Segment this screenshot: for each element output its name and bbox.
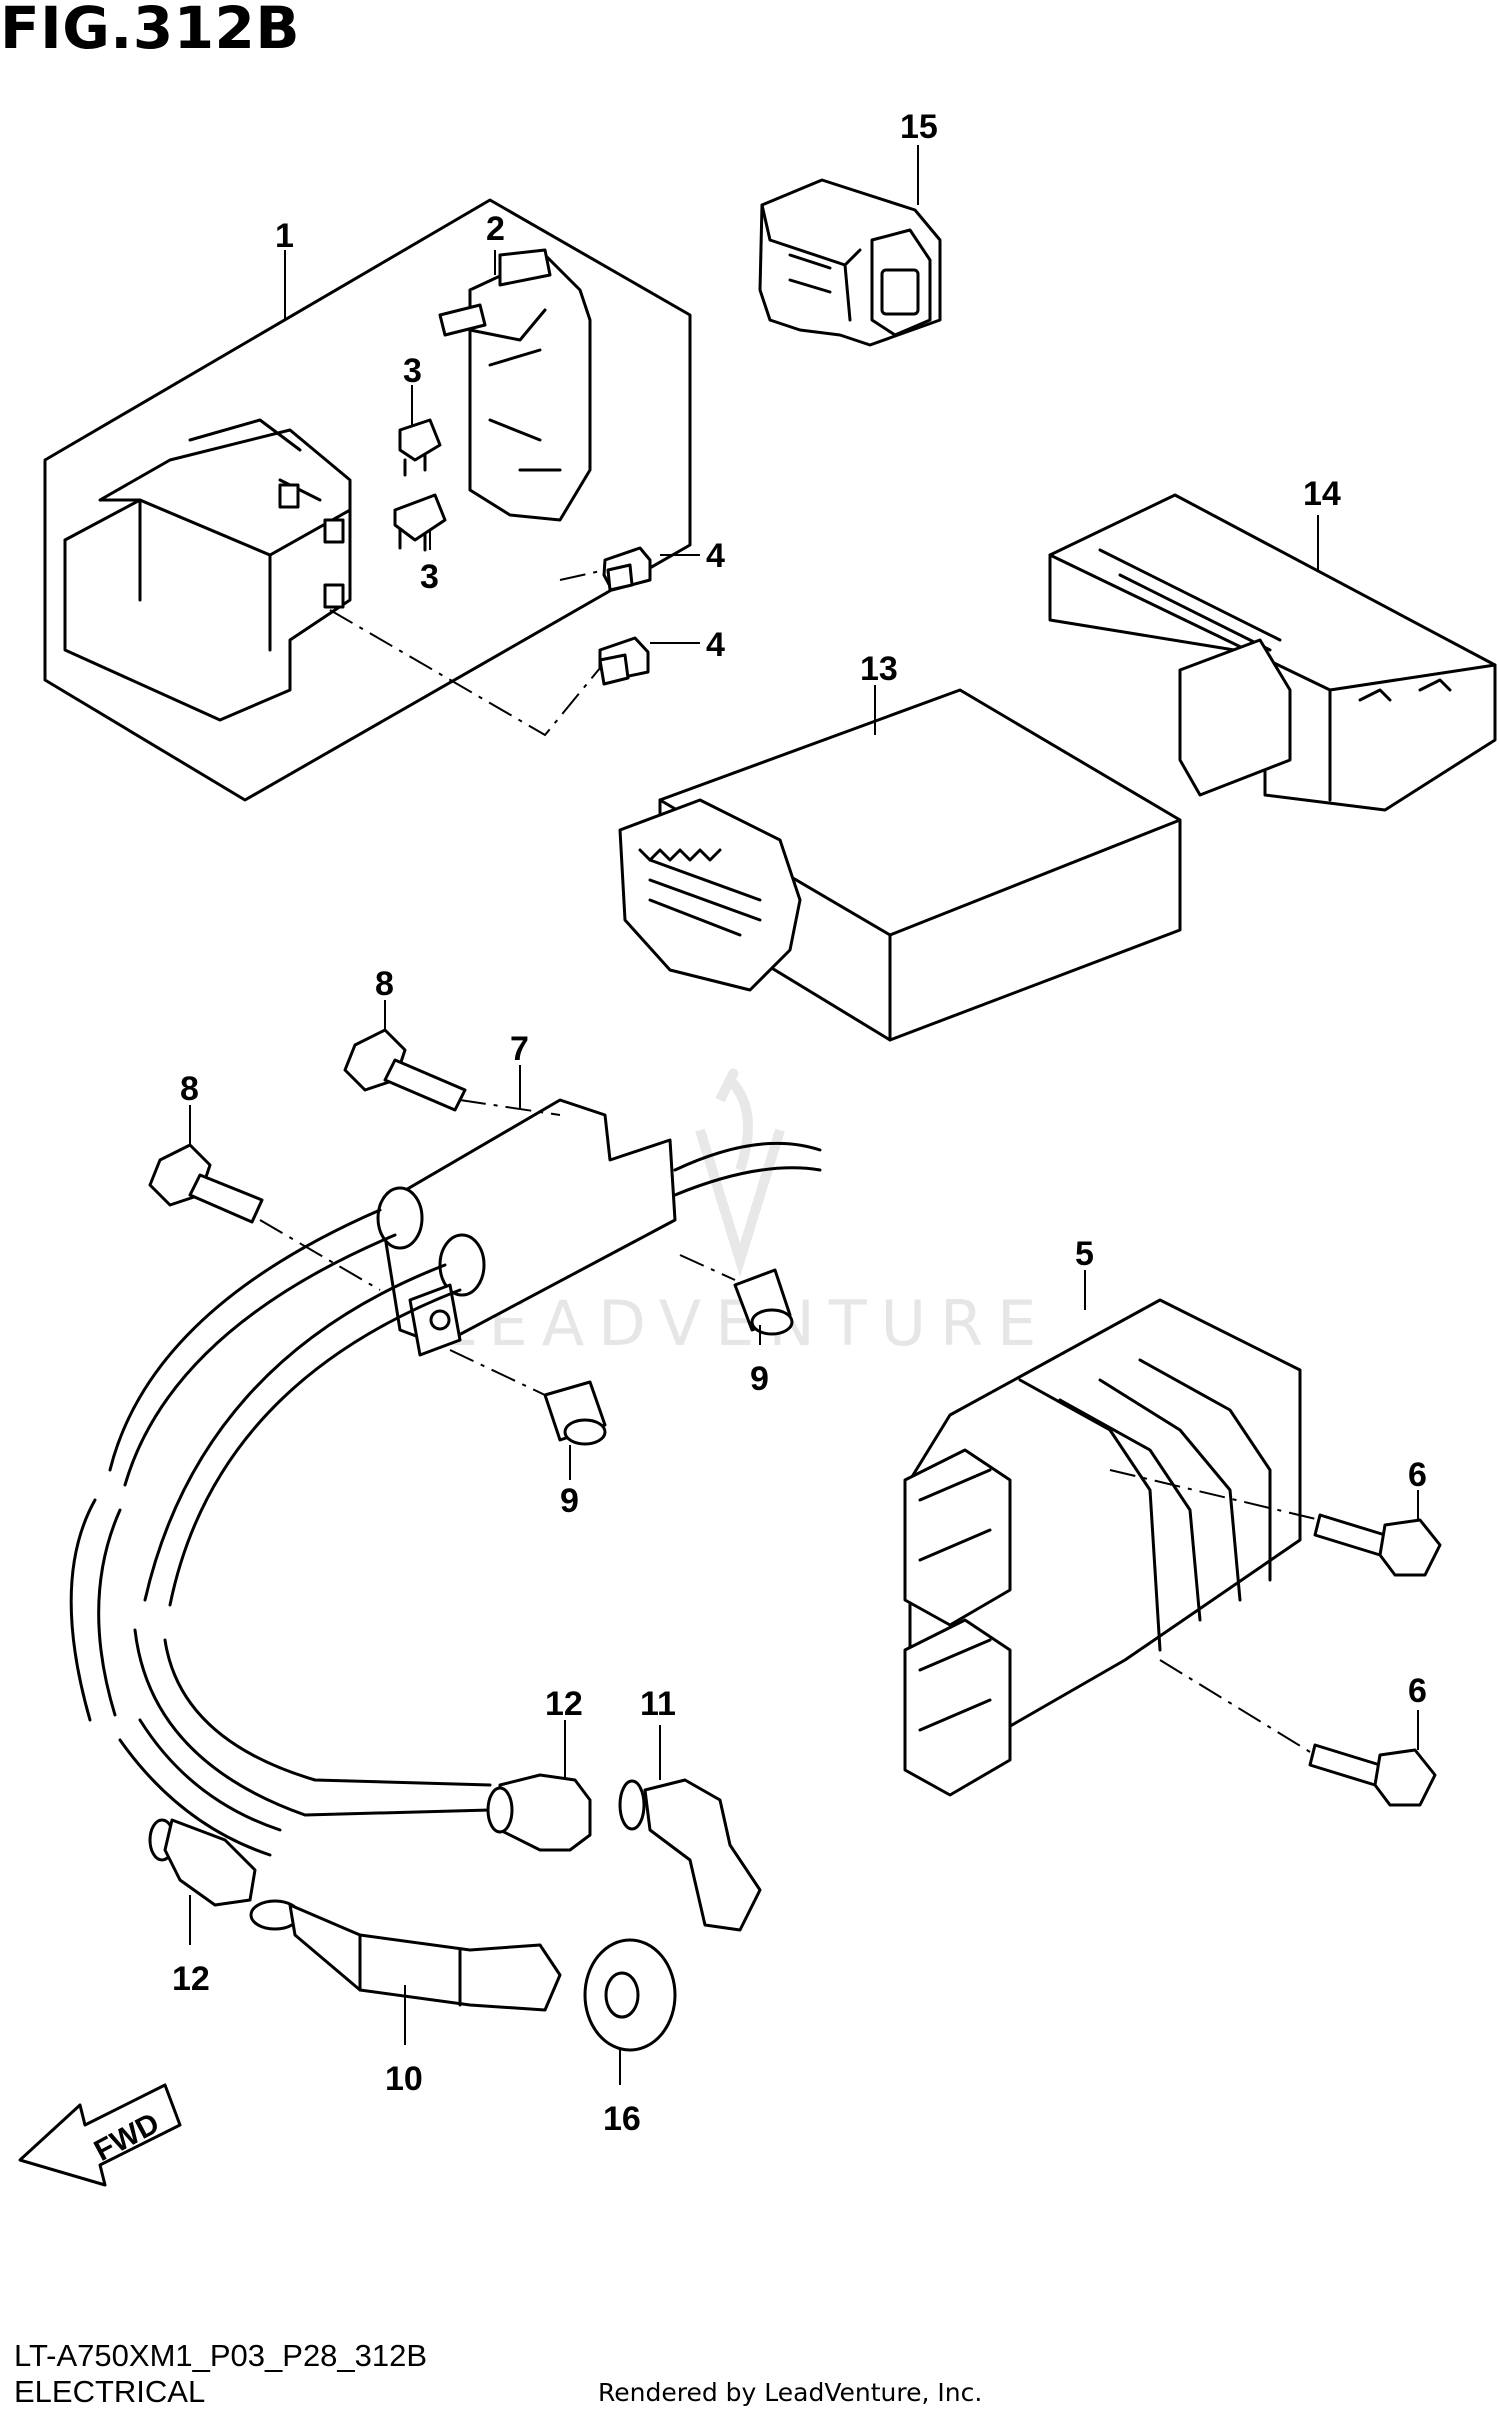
- callout-16: 16: [603, 2100, 641, 2138]
- part-4-screw-lower: [598, 636, 650, 686]
- callout-12-left: 12: [172, 1960, 210, 1998]
- callout-6-lower: 6: [1408, 1672, 1427, 1710]
- part-10-plug-cap-left: [249, 1899, 562, 2012]
- part-1-assembly-box: [43, 198, 692, 802]
- part-7-ignition-coil: [376, 1098, 822, 1357]
- part-5-regulator: [903, 1298, 1302, 1797]
- callout-12-right: 12: [545, 1685, 583, 1723]
- part-13-ecu: [618, 688, 1182, 1042]
- callout-6-upper: 6: [1408, 1456, 1427, 1494]
- model-code: LT-A750XM1_P03_P28_312B: [14, 2338, 428, 2373]
- callout-15: 15: [900, 108, 938, 146]
- callout-10: 10: [385, 2060, 423, 2098]
- leader-4-dash: [329, 569, 606, 737]
- callout-4-lower: 4: [706, 626, 725, 664]
- callout-5: 5: [1075, 1235, 1094, 1273]
- fwd-direction-arrow: FWD: [18, 2083, 182, 2187]
- section-name: ELECTRICAL: [14, 2374, 206, 2409]
- watermark-text: LEADVENTURE: [440, 1287, 1050, 1360]
- part-15-connector: [758, 178, 942, 347]
- part-4-screw-upper: [602, 546, 652, 592]
- part-1-relay: [63, 418, 352, 722]
- part-6-bolt-lower: [1308, 1743, 1437, 1807]
- part-8-bolt-lower: [148, 1143, 264, 1224]
- leader-6-dash: [1109, 1469, 1321, 1756]
- part-11-plug-cap-right: [618, 1778, 762, 1932]
- callout-4-upper: 4: [706, 537, 725, 575]
- callout-leaders: [189, 145, 1419, 2085]
- part-3-fuse-upper: [398, 418, 442, 477]
- part-12-seal-right: [486, 1773, 592, 1852]
- part-2-fuse-cover: [438, 248, 592, 522]
- part-9-collar-lower: [543, 1380, 607, 1446]
- ignition-lead-rear: [133, 1263, 492, 1817]
- leadventure-watermark: LEADVENTURE: [440, 1068, 1050, 1360]
- callout-11: 11: [640, 1685, 676, 1723]
- callout-9-lower: 9: [560, 1482, 579, 1520]
- part-14-ecu-cover: [1048, 493, 1497, 812]
- callout-9-right: 9: [750, 1360, 769, 1398]
- callout-2: 2: [486, 210, 505, 248]
- ignition-lead-front: [69, 1208, 397, 1857]
- callout-1: 1: [275, 217, 294, 255]
- callout-7: 7: [510, 1030, 529, 1068]
- callout-3-lower: 3: [420, 558, 439, 596]
- part-16-washer: [583, 1938, 677, 2052]
- callout-8-lower: 8: [180, 1070, 199, 1108]
- callout-labels: 1 2 3 3 4 4 5 6 6 7 8 8 9 9 10 11 12 12 …: [172, 108, 1427, 2138]
- part-9-collar-right: [733, 1268, 794, 1336]
- part-12-seal-left: [148, 1818, 257, 1907]
- callout-13: 13: [860, 650, 898, 688]
- figure-title: FIG.312B: [0, 0, 301, 62]
- part-8-bolt-upper: [343, 1028, 467, 1112]
- render-credit: Rendered by LeadVenture, Inc.: [598, 2378, 983, 2407]
- callout-3-upper: 3: [403, 352, 422, 390]
- callout-8-upper: 8: [375, 965, 394, 1003]
- callout-14: 14: [1303, 475, 1341, 513]
- part-3-fuse-lower: [393, 493, 447, 552]
- leader-8-dash: [259, 1099, 561, 1291]
- part-6-bolt-upper: [1313, 1513, 1442, 1577]
- leader-9-dash: [449, 1254, 736, 1396]
